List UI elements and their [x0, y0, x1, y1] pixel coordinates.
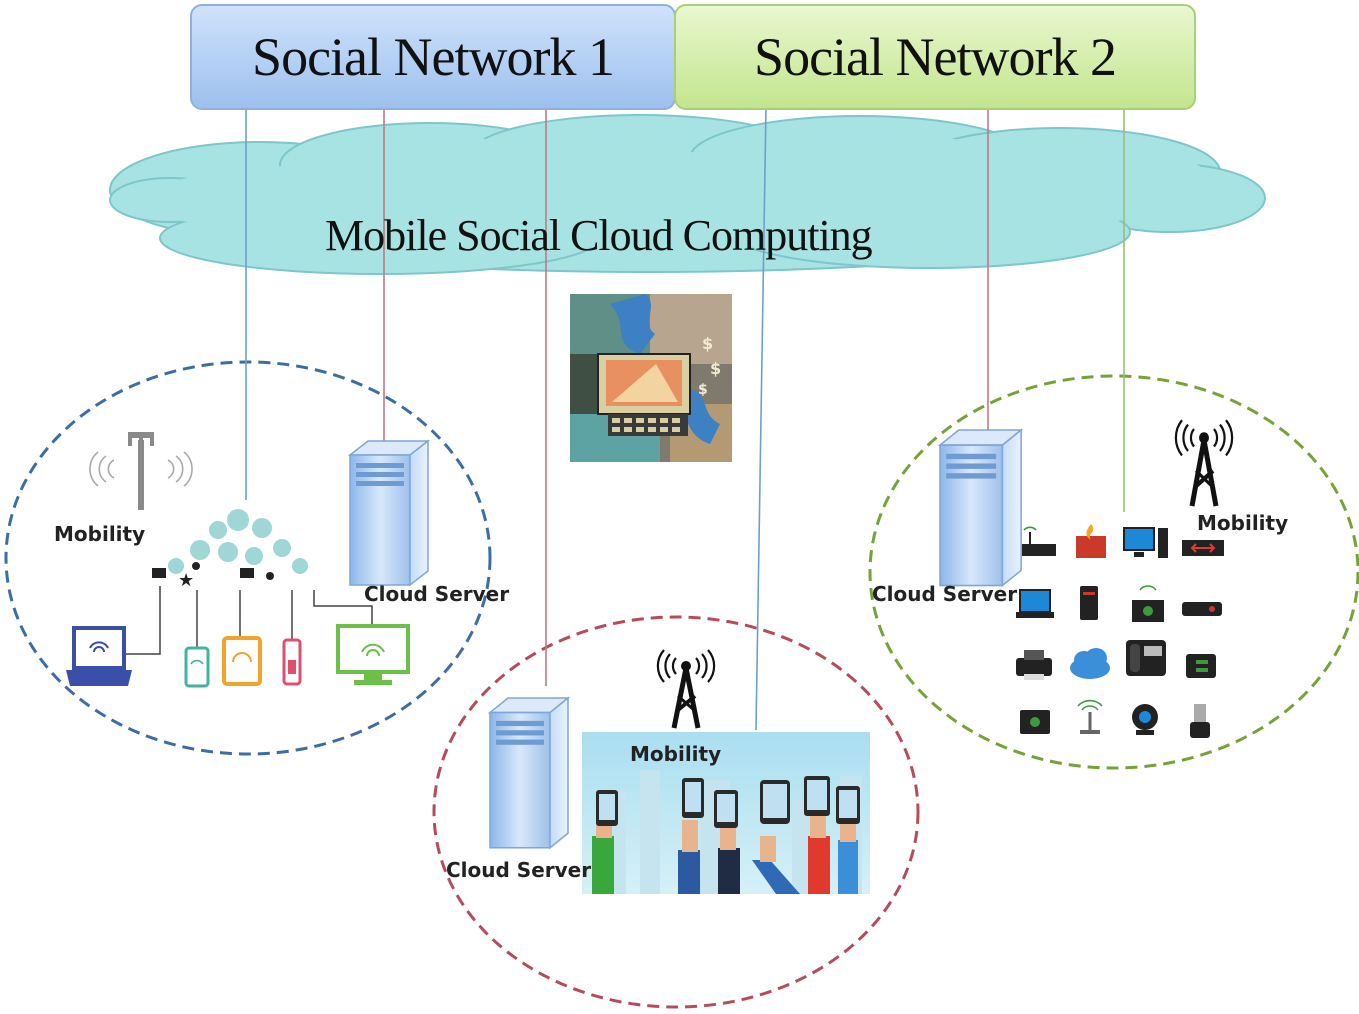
- feature-phone-icon: [282, 638, 302, 686]
- left-cell-tower-icon: [89, 432, 193, 510]
- left-mobility-label: Mobility: [54, 522, 146, 546]
- social-network-1-title: Social Network 1: [252, 27, 615, 87]
- social-network-2-title: Social Network 2: [754, 27, 1117, 87]
- mobility-crowd-image: [582, 732, 870, 894]
- right-tower-icon: [1176, 420, 1232, 506]
- cloud-shape: [109, 114, 1266, 275]
- wireless-switch-icon: [1132, 585, 1164, 622]
- raised-arms: [592, 812, 858, 894]
- left-cluster-ring: [4, 360, 492, 756]
- bottom-cluster-ring: [432, 615, 920, 1009]
- desktop-icon: [1123, 527, 1168, 558]
- device-grid-icons: [1016, 524, 1224, 738]
- cloud-icon: [1070, 648, 1110, 679]
- bottom-tower-icon: [658, 650, 714, 728]
- printer-icon: [1016, 650, 1052, 680]
- social-network-1-box: Social Network 1: [190, 4, 676, 110]
- right-cloud-server-label: Cloud Server: [872, 582, 1018, 606]
- desk-phone-icon: [1126, 640, 1166, 676]
- server-tower-small-icon: [1080, 586, 1098, 620]
- left-cloud-server-label: Cloud Server: [364, 582, 510, 606]
- wifi-antenna-icon: [1077, 699, 1103, 734]
- svg-text:★: ★: [178, 570, 194, 591]
- svg-text:$: $: [710, 359, 721, 378]
- left-server-icon: [349, 440, 429, 586]
- left-social-icons-cloud: ★: [124, 509, 373, 655]
- svg-text:$: $: [702, 334, 713, 353]
- right-cluster-ring: [868, 374, 1359, 770]
- laptop-small-icon: [1016, 589, 1054, 618]
- laptop-icon: [66, 626, 132, 686]
- tablet-icon: [222, 636, 262, 686]
- switch-icon: [1182, 540, 1224, 556]
- right-mobility-label: Mobility: [1197, 511, 1289, 535]
- bottom-server-icon: [489, 697, 569, 849]
- access-point-icon: [1186, 654, 1216, 678]
- bottom-mobility-label: Mobility: [630, 742, 722, 766]
- hub-icon: [1020, 710, 1050, 734]
- social-network-2-box: Social Network 2: [674, 4, 1196, 110]
- connector-lines: [245, 105, 1125, 731]
- router-icon: [1022, 526, 1056, 556]
- bottom-cloud-server-label: Cloud Server: [446, 858, 592, 882]
- firewall-icon: [1076, 524, 1106, 558]
- svg-text:$: $: [698, 382, 708, 398]
- usb-drive-icon: [1190, 704, 1210, 738]
- connector-sn2-bottom-mobility: [755, 105, 767, 731]
- smartphone-icon: [184, 646, 210, 688]
- monitor-icon: [336, 624, 410, 685]
- right-server-icon: [939, 429, 1022, 587]
- webcam-icon: [1132, 704, 1158, 735]
- center-illustration: $ $ $: [570, 294, 732, 462]
- usb-modem-icon: [1182, 602, 1222, 616]
- cloud-title: Mobile Social Cloud Computing: [325, 211, 873, 260]
